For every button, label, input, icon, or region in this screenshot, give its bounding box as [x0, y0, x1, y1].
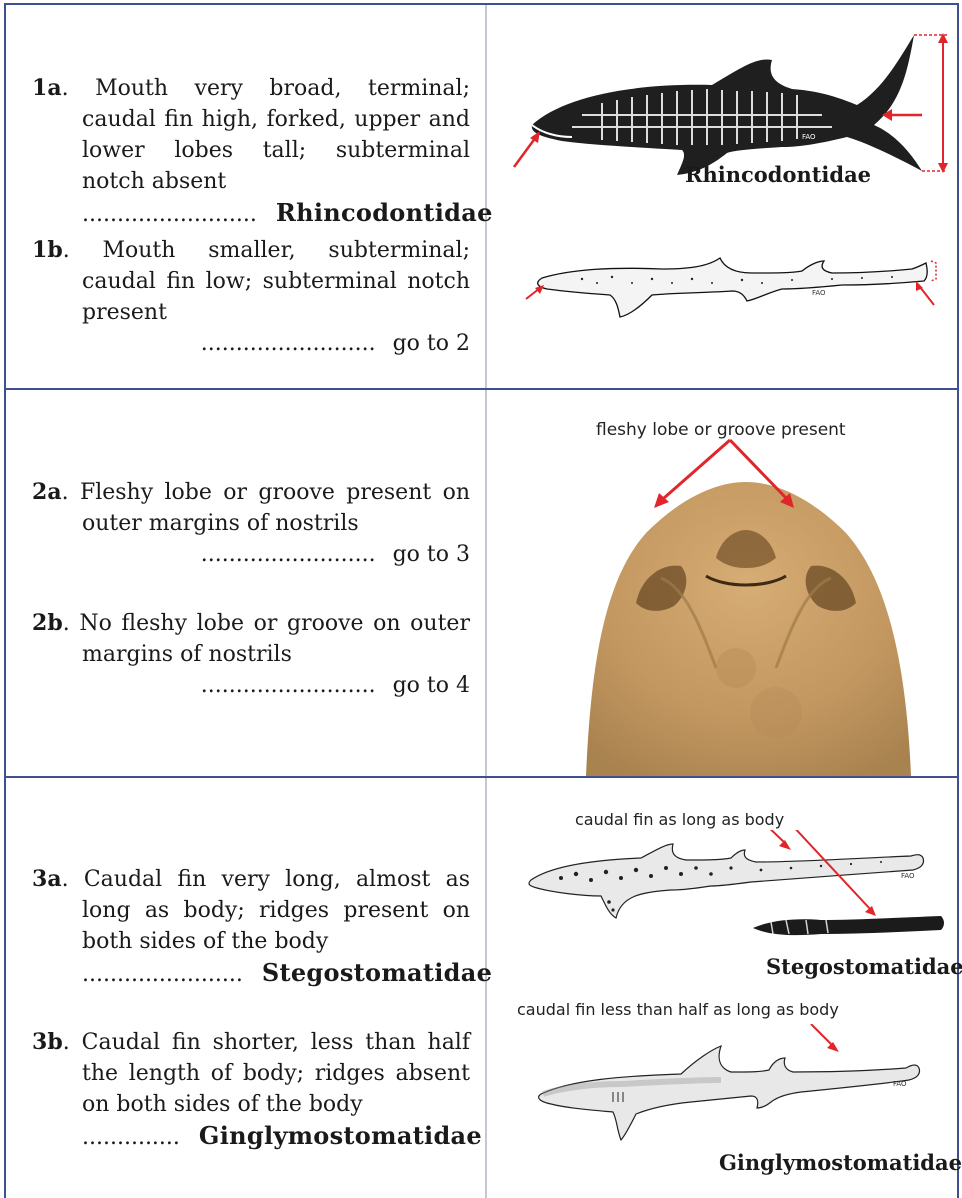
couplet-1b: 1b. Mouth smaller, subterminal; caudal f… [32, 235, 470, 359]
figure-label-caudal-long: caudal fin as long as body [575, 810, 784, 829]
couplet-text: Mouth very broad, terminal; caudal fin h… [82, 76, 470, 194]
couplet-2a: 2a. Fleshy lobe or groove present on out… [32, 477, 470, 570]
couplet-letter: a [47, 479, 61, 505]
figure-label-fleshy-lobe: fleshy lobe or groove present [596, 420, 846, 440]
couplet-number: 1 [32, 75, 47, 101]
goto-result: go to 3 [393, 542, 470, 567]
couplet-number: 2 [32, 479, 47, 505]
fao-mark: FAO [802, 133, 816, 141]
figure-caption-ginglymostomatidae: Ginglymostomatidae [719, 1150, 962, 1175]
couplet-1a: 1a. Mouth very broad, terminal; caudal f… [32, 73, 470, 230]
key-row-3: 3a. Caudal fin very long, almost as long… [6, 776, 957, 1198]
couplet-letter: b [47, 237, 62, 263]
couplet-letter: a [47, 75, 61, 101]
couplet-3b: 3b. Caudal fin shorter, less than half t… [32, 1027, 470, 1153]
figure-caption-rhincodontidae: Rhincodontidae [685, 162, 871, 187]
dot-leader: ......................... [201, 673, 376, 698]
couplet-number: 1 [32, 237, 47, 263]
catshark-illustration: FAO [502, 233, 952, 343]
goto-result: go to 4 [393, 673, 470, 698]
couplet-2b: 2b. No fleshy lobe or groove on outer ma… [32, 608, 470, 701]
couplet-letter: b [47, 1029, 62, 1055]
dot-leader: ......................... [201, 542, 376, 567]
couplet-3a: 3a. Caudal fin very long, almost as long… [32, 864, 470, 990]
family-result: Rhincodontidae [276, 198, 493, 227]
zebra-shark-illustration: FAO [521, 830, 951, 940]
couplet-number: 3 [32, 1029, 47, 1055]
nurse-shark-illustration: FAO [521, 1024, 951, 1144]
family-result: Stegostomatidae [262, 958, 492, 987]
couplet-number: 2 [32, 610, 47, 636]
dot-leader: .............. [82, 1125, 180, 1150]
couplet-text: Caudal fin very long, almost as long as … [82, 867, 470, 954]
fao-mark: FAO [893, 1080, 907, 1088]
goto-result: go to 2 [393, 331, 470, 356]
figure-label-caudal-short: caudal fin less than half as long as bod… [517, 1000, 839, 1019]
family-result: Ginglymostomatidae [199, 1121, 482, 1150]
dot-leader: ....................... [82, 962, 243, 987]
couplet-text: Fleshy lobe or groove present on outer m… [80, 480, 470, 536]
figure-caption-stegostomatidae: Stegostomatidae [766, 954, 962, 979]
couplet-letter: a [47, 866, 61, 892]
dot-leader: ......................... [82, 202, 257, 227]
key-row-2: 2a. Fleshy lobe or groove present on out… [6, 388, 957, 776]
fao-mark: FAO [901, 872, 915, 880]
couplet-text: Mouth smaller, subterminal; caudal fin l… [82, 238, 470, 325]
key-row-1: 1a. Mouth very broad, terminal; caudal f… [6, 5, 957, 388]
couplet-number: 3 [32, 866, 47, 892]
couplet-letter: b [47, 610, 62, 636]
couplet-text: No fleshy lobe or groove on outer margin… [79, 611, 470, 667]
shark-snout-photo [566, 438, 926, 776]
couplet-text: Caudal fin shorter, less than half the l… [82, 1030, 470, 1117]
fao-mark: FAO [812, 289, 826, 297]
dot-leader: ......................... [201, 331, 376, 356]
